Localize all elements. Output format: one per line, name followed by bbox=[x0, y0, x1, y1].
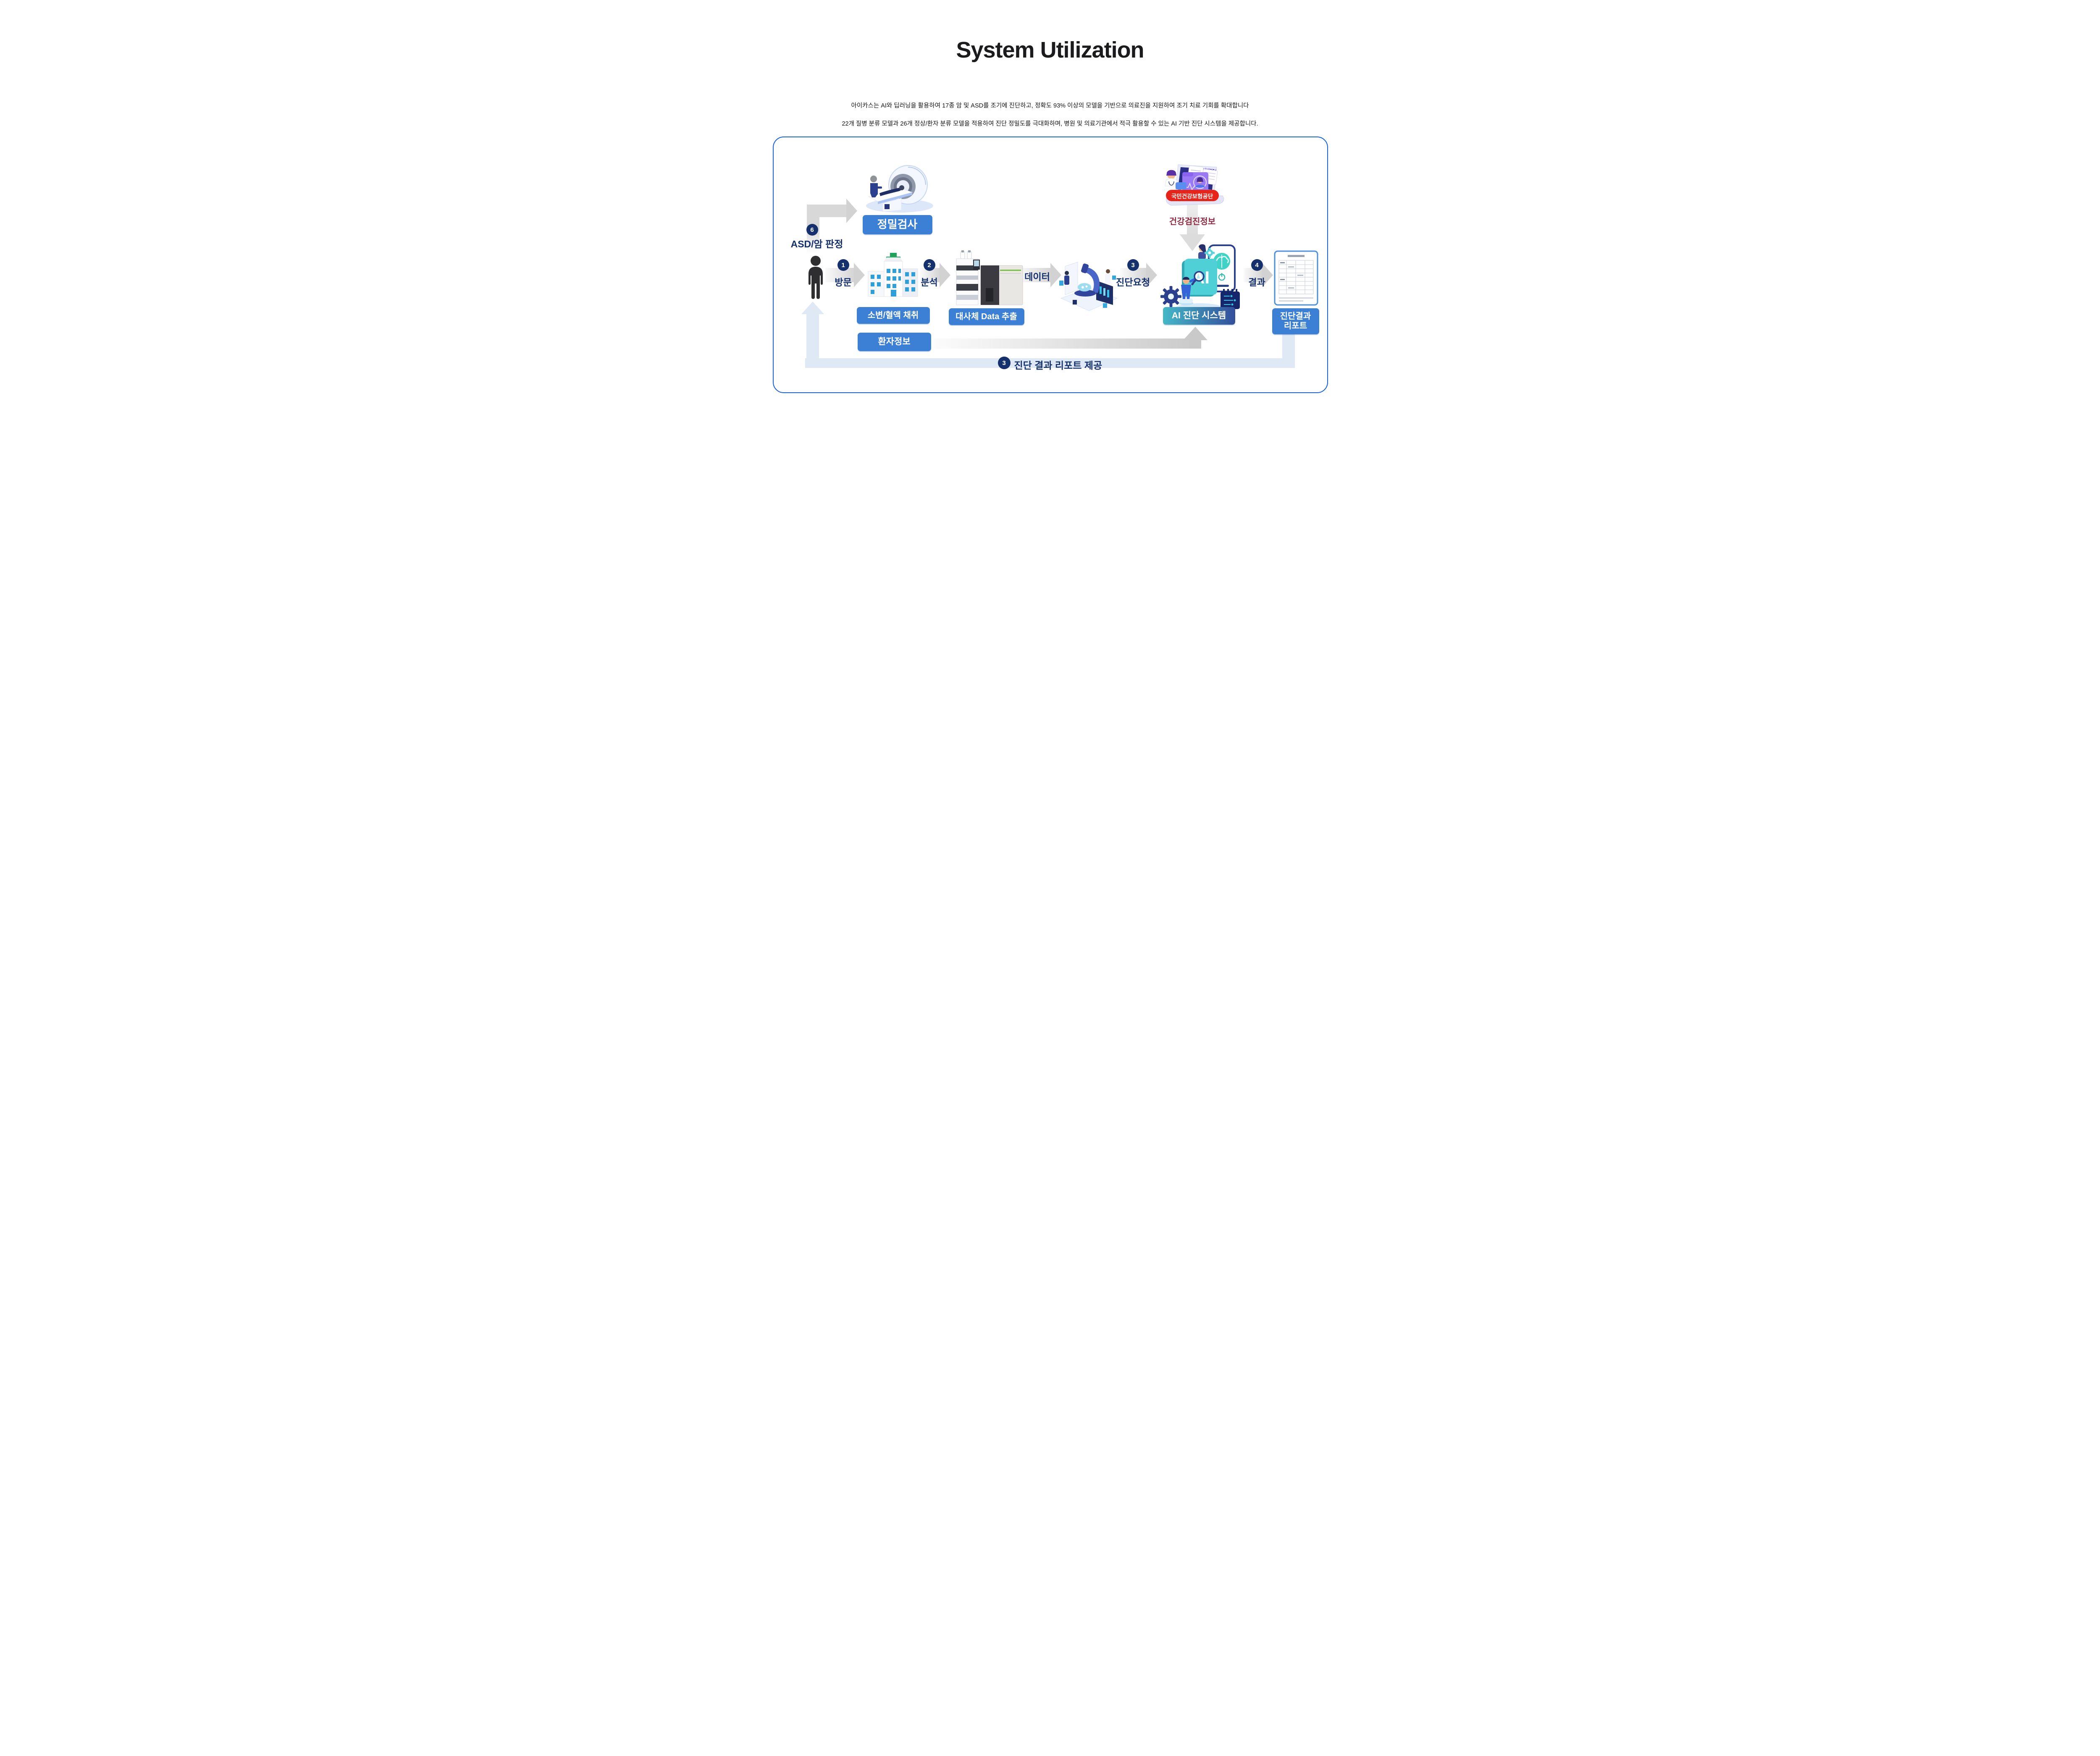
judgement-label: ASD/암 판정 bbox=[790, 239, 843, 249]
report-result-label-line1: 진단결과 bbox=[1280, 312, 1311, 321]
patientinfo-to-ai-shaft-v bbox=[1189, 339, 1201, 349]
step2-label: 분석 bbox=[921, 277, 938, 288]
urine-blood-label: 소변/혈액 채취 bbox=[856, 307, 930, 324]
step3-label: 진단요청 bbox=[1116, 277, 1150, 288]
bottom-flow-label: 진단 결과 리포트 제공 bbox=[1014, 360, 1102, 371]
nhis-laptop-icon bbox=[1164, 163, 1227, 213]
infographic-page: System Utilization 아이카스는 AI와 딥러닝을 활용하여 1… bbox=[761, 0, 1339, 439]
step1-arrowhead-icon bbox=[853, 263, 865, 287]
step4-arrowhead-icon bbox=[1262, 263, 1273, 287]
step4-label: 결과 bbox=[1248, 277, 1265, 288]
judgement-number: 6 bbox=[806, 224, 818, 236]
health-exam-info-label: 건강검진정보 bbox=[1169, 217, 1216, 226]
step2-arrowhead-icon bbox=[939, 263, 950, 287]
hospital-icon bbox=[866, 252, 919, 299]
research-lab-icon bbox=[1058, 249, 1121, 313]
patientinfo-to-ai-shaft-h bbox=[933, 339, 1201, 349]
patientinfo-to-ai-arrowhead-icon bbox=[1183, 327, 1208, 340]
report-document-icon bbox=[1274, 250, 1318, 306]
step3-number: 3 bbox=[1127, 259, 1139, 271]
patient-info-label: 환자정보 bbox=[857, 333, 931, 351]
report-return-path-left bbox=[806, 313, 819, 360]
step1-arrow-shaft bbox=[825, 268, 854, 282]
nhis-badge: 국민건강보험공단 bbox=[1166, 190, 1219, 201]
subtitle-line-2: 22개 질병 분류 모델과 26개 정상/환자 분류 모델을 적용하여 진단 정… bbox=[842, 121, 1258, 127]
ai-diagnosis-icon: AI bbox=[1158, 243, 1242, 315]
report-return-arrowhead-icon bbox=[801, 302, 824, 314]
step1-label: 방문 bbox=[835, 277, 852, 288]
report-result-label-line2: 리포트 bbox=[1284, 321, 1307, 331]
patient-person-icon bbox=[803, 255, 828, 301]
healthinfo-arrow-shaft bbox=[1186, 202, 1198, 234]
ai-system-label: AI 진단 시스템 bbox=[1163, 307, 1235, 325]
data-label: 데이터 bbox=[1024, 272, 1050, 282]
bottom-flow-number: 3 bbox=[998, 357, 1011, 369]
page-title: System Utilization bbox=[956, 37, 1144, 63]
mass-spectrometer-icon bbox=[950, 250, 1024, 306]
step1-number: 1 bbox=[837, 259, 849, 271]
judgement-arrowhead-icon bbox=[846, 199, 857, 223]
data-arrow-shaft bbox=[1018, 268, 1050, 282]
report-result-label: 진단결과 리포트 bbox=[1272, 308, 1319, 334]
mri-scanner-icon bbox=[861, 163, 934, 214]
subtitle-line-1: 아이카스는 AI와 딥러닝을 활용하여 17종 암 및 ASD를 조기에 진단하… bbox=[851, 102, 1249, 109]
report-return-path-bottom bbox=[805, 358, 1295, 368]
step3-arrowhead-icon bbox=[1146, 263, 1157, 287]
step4-number: 4 bbox=[1251, 259, 1263, 271]
step2-number: 2 bbox=[923, 259, 935, 271]
metabolite-data-label: 대사체 Data 추출 bbox=[948, 308, 1024, 325]
precision-exam-label: 정밀검사 bbox=[862, 215, 932, 234]
